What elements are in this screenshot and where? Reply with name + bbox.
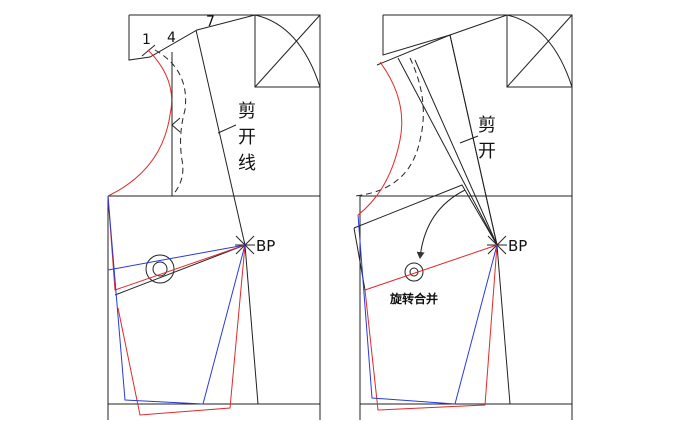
left-cut-leader: [217, 124, 237, 134]
right-bp-label: BP: [508, 237, 527, 255]
left-panel: [107, 14, 321, 420]
right-blue-front: [357, 214, 456, 405]
right-rotated-block: [353, 184, 498, 246]
left-neck-box: [254, 14, 321, 88]
right-neck-diag: [506, 14, 573, 88]
left-blue-dart-right: [202, 244, 246, 405]
right-dashed-armhole: [354, 57, 424, 197]
left-seam-number-7: 7: [206, 14, 215, 30]
left-cut-line: [195, 29, 246, 246]
right-red-body: [364, 244, 498, 411]
left-red-body: [117, 244, 246, 416]
right-red-lines: [357, 61, 498, 411]
right-circle-outer: [404, 262, 424, 282]
left-cut-char-3: 线: [238, 153, 256, 174]
right-panel: [353, 14, 573, 420]
right-neck-curve: [506, 14, 573, 88]
left-shoulder: [128, 14, 256, 61]
left-cut-char-1: 剪: [238, 101, 256, 122]
right-frame: [383, 14, 573, 420]
right-red-dart: [364, 244, 498, 291]
right-red-armhole: [357, 61, 403, 216]
right-bp-vertical: [496, 244, 511, 405]
left-circle-outer: [145, 254, 175, 284]
left-bp-vertical: [244, 244, 259, 405]
left-circle-inner: [152, 261, 168, 277]
right-cut-char-2: 开: [478, 141, 496, 162]
left-bracket-mark: [171, 117, 181, 126]
left-cut-char-2: 开: [238, 127, 256, 148]
left-seam-number-1: 1: [142, 32, 151, 48]
right-blue-lines: [357, 214, 498, 405]
left-neck-curve: [254, 14, 321, 88]
right-cut-line: [449, 34, 498, 246]
left-blue-front: [107, 195, 204, 405]
left-bracket-mark-2: [171, 124, 181, 133]
left-dashed-armhole: [154, 49, 187, 197]
left-red-armhole: [107, 49, 173, 197]
left-frame: [129, 14, 321, 420]
right-cut-leader: [459, 135, 479, 144]
left-seam-number-4: 4: [167, 30, 176, 46]
right-blue-dart-right: [454, 244, 498, 405]
left-red-lines: [107, 49, 246, 416]
right-neck-box: [506, 14, 573, 88]
right-rotate-arrow: [416, 189, 466, 259]
right-shoulder-original: [382, 14, 508, 56]
left-blue-lines: [107, 195, 246, 405]
left-neck-diag: [254, 14, 321, 88]
right-cut-char-1: 剪: [478, 115, 496, 136]
left-blue-dart-top: [107, 244, 246, 271]
left-red-dart: [107, 195, 246, 291]
left-guide-1: [114, 244, 246, 296]
right-rot-edge: [397, 57, 498, 246]
right-rotate-label: 旋转合并: [389, 291, 438, 306]
left-bp-label: BP: [256, 237, 275, 255]
